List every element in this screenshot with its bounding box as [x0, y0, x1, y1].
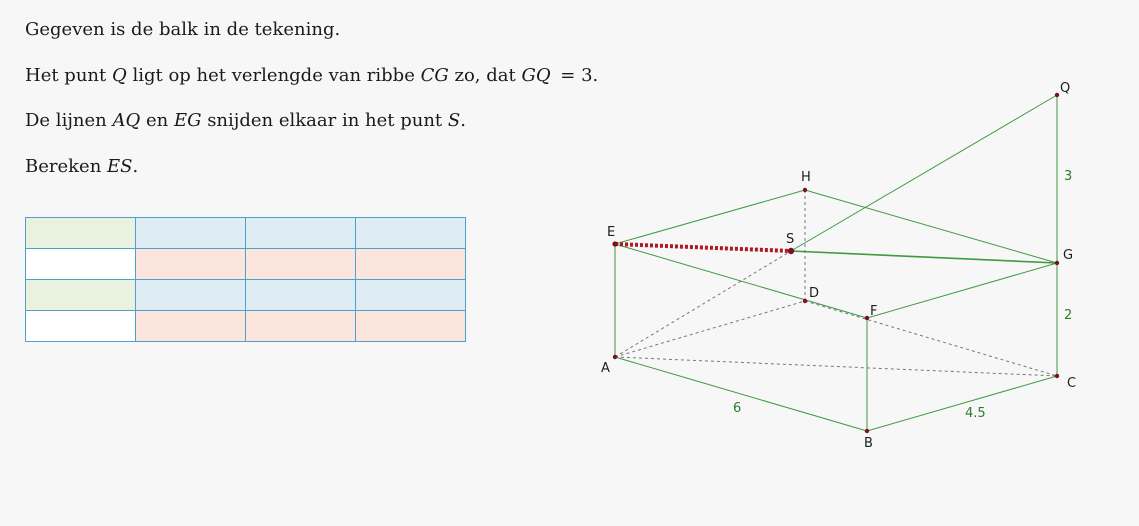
- work-table: [25, 217, 466, 342]
- line-as-hidden: [614, 250, 792, 358]
- text-segment: = 3.: [554, 65, 599, 86]
- label-s: S: [786, 232, 794, 247]
- table-cell[interactable]: [245, 248, 356, 280]
- edge-ab: [614, 356, 868, 432]
- table-cell[interactable]: [25, 217, 136, 249]
- table-cell[interactable]: [25, 279, 136, 311]
- line-sq: [790, 94, 1058, 252]
- label-f: F: [870, 304, 877, 319]
- problem-line-1: Gegeven is de balk in de tekening.: [25, 19, 340, 41]
- text-segment: Bereken: [25, 156, 108, 177]
- text-segment: en: [140, 110, 174, 131]
- table-cell[interactable]: [135, 279, 246, 311]
- edge-bc: [866, 375, 1058, 432]
- point-markers: [612, 92, 1060, 434]
- point-s: [787, 247, 795, 255]
- text-segment: .: [132, 156, 139, 177]
- edge-ef: [614, 243, 868, 319]
- label-a: A: [601, 361, 610, 376]
- table-cell[interactable]: [25, 248, 136, 280]
- table-cell[interactable]: [355, 310, 466, 342]
- label-d: D: [809, 286, 819, 301]
- edge-gh: [804, 189, 1058, 264]
- table-row: [25, 279, 466, 311]
- table-cell[interactable]: [135, 217, 246, 249]
- point-h: [802, 187, 808, 193]
- edge-fg: [866, 262, 1058, 319]
- problem-text-given: Gegeven is de balk in de tekening.: [25, 19, 341, 40]
- point-d: [802, 298, 808, 304]
- label-e: E: [607, 225, 615, 240]
- text-segment: De lijnen: [25, 110, 113, 131]
- table-cell[interactable]: [135, 310, 246, 342]
- point-c: [1054, 373, 1060, 379]
- point-s-ref: S: [447, 110, 461, 131]
- length-ab: 6: [733, 401, 741, 416]
- table-cell[interactable]: [245, 217, 356, 249]
- hidden-edges: [614, 190, 1058, 377]
- point-f: [864, 315, 870, 321]
- edge-cg-ref: CG: [420, 65, 449, 86]
- table-row: [25, 248, 466, 280]
- label-q: Q: [1060, 81, 1070, 96]
- length-gq: 3: [1064, 169, 1072, 184]
- problem-line-4: Bereken ES.: [25, 156, 138, 178]
- table-row: [25, 217, 466, 249]
- point-g: [1054, 260, 1060, 266]
- length-cg: 2: [1064, 308, 1072, 323]
- segment-es-highlight: [614, 242, 792, 253]
- table-cell[interactable]: [355, 248, 466, 280]
- diagonal-ac: [614, 356, 1058, 377]
- label-g: G: [1063, 248, 1073, 263]
- edge-dc: [804, 300, 1058, 377]
- table-cell[interactable]: [245, 279, 356, 311]
- table-cell[interactable]: [245, 310, 356, 342]
- point-q: [1054, 92, 1060, 98]
- point-a: [612, 354, 618, 360]
- text-segment: .: [460, 110, 466, 131]
- label-c: C: [1067, 376, 1076, 391]
- text-segment: zo, dat: [448, 65, 522, 86]
- table-cell[interactable]: [355, 279, 466, 311]
- edge-he: [614, 189, 806, 245]
- segment-es-ref: ES: [107, 156, 133, 177]
- table-row: [25, 310, 466, 342]
- point-b: [864, 428, 870, 434]
- table-cell[interactable]: [135, 248, 246, 280]
- label-h: H: [801, 170, 811, 185]
- edge-ad: [614, 300, 806, 358]
- box-figure: A B C D E F G H Q S 6 4.5 2 3: [601, 81, 1076, 451]
- line-aq-ref: AQ: [112, 110, 141, 131]
- point-q-ref: Q: [111, 65, 127, 86]
- line-eg-ref: EG: [173, 110, 202, 131]
- problem-line-2: Het punt Q ligt op het verlengde van rib…: [25, 65, 598, 87]
- problem-line-3: De lijnen AQ en EG snijden elkaar in het…: [25, 110, 466, 132]
- table-cell[interactable]: [25, 310, 136, 342]
- visible-edges: [614, 94, 1058, 432]
- text-segment: ligt op het verlengde van ribbe: [126, 65, 421, 86]
- length-bc: 4.5: [965, 406, 986, 421]
- segment-gq-ref: GQ: [521, 65, 551, 86]
- text-segment: Het punt: [25, 65, 112, 86]
- segment-sg: [790, 250, 1058, 264]
- table-cell[interactable]: [355, 217, 466, 249]
- text-segment: snijden elkaar in het punt: [201, 110, 448, 131]
- label-b: B: [864, 436, 873, 451]
- point-e: [612, 241, 618, 247]
